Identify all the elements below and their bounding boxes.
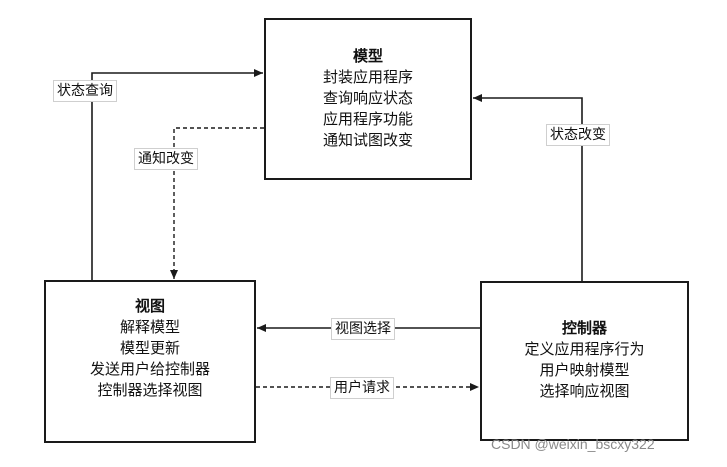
- model-box: 模型 封装应用程序 查询响应状态 应用程序功能 通知试图改变: [264, 18, 472, 180]
- notify-change-label: 通知改变: [134, 148, 198, 170]
- state-change-label: 状态改变: [546, 124, 610, 146]
- view-select-label: 视图选择: [331, 318, 395, 340]
- view-line: 控制器选择视图: [97, 381, 203, 399]
- model-title: 模型: [352, 47, 383, 65]
- view-line: 发送用户给控制器: [89, 360, 210, 378]
- controller-line: 定义应用程序行为: [524, 340, 645, 358]
- model-line: 应用程序功能: [322, 110, 413, 128]
- model-line: 通知试图改变: [322, 131, 413, 149]
- view-box: 视图 解释模型 模型更新 发送用户给控制器 控制器选择视图: [44, 280, 256, 443]
- watermark: CSDN @weixin_bscxy322: [491, 436, 655, 452]
- controller-title: 控制器: [561, 319, 607, 337]
- view-line: 解释模型: [119, 318, 180, 336]
- controller-box: 控制器 定义应用程序行为 用户映射模型 选择响应视图: [480, 281, 689, 441]
- user-request-label: 用户请求: [330, 377, 394, 399]
- notify-change-arrow: [170, 127, 264, 279]
- model-line: 查询响应状态: [322, 89, 413, 107]
- state-query-arrow: [91, 69, 263, 280]
- controller-line: 选择响应视图: [539, 382, 630, 400]
- state-change-arrow: [473, 94, 583, 281]
- state-query-label: 状态查询: [53, 80, 117, 102]
- view-title: 视图: [134, 297, 165, 315]
- controller-line: 用户映射模型: [539, 361, 630, 379]
- view-line: 模型更新: [119, 339, 180, 357]
- model-line: 封装应用程序: [322, 68, 413, 86]
